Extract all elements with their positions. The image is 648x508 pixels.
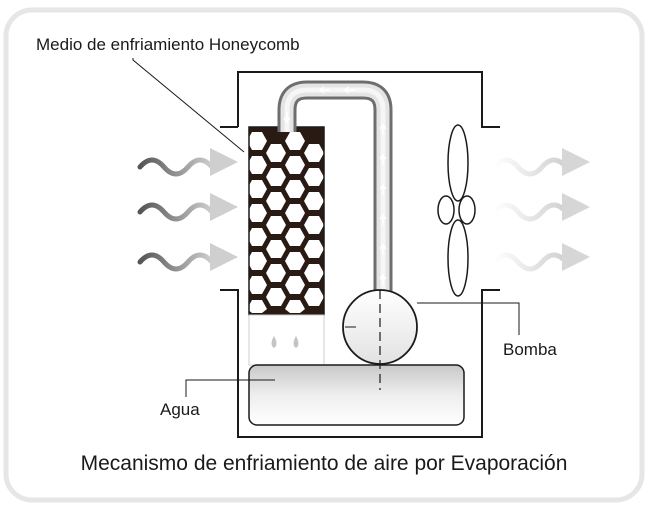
leader-pump bbox=[417, 302, 520, 335]
housing-top bbox=[237, 71, 500, 128]
water-tank bbox=[248, 364, 465, 426]
water-label: Agua bbox=[160, 400, 200, 419]
pump bbox=[342, 289, 418, 390]
water-pipe bbox=[277, 80, 393, 296]
honeycomb-pad bbox=[247, 126, 325, 316]
wavy-arrow-icon bbox=[137, 148, 238, 177]
wavy-arrow-icon bbox=[137, 243, 238, 272]
water-drop-icon bbox=[271, 336, 277, 348]
pump-label: Bomba bbox=[503, 340, 557, 359]
honeycomb-label: Medio de enfriamiento Honeycomb bbox=[36, 35, 300, 54]
leader-water bbox=[185, 379, 275, 397]
faded-wavy-arrow-icon bbox=[491, 243, 590, 272]
water-drop-icon bbox=[293, 336, 299, 348]
faded-wavy-arrow-icon bbox=[491, 193, 590, 222]
leader-honeycomb bbox=[132, 58, 245, 153]
wavy-arrow-icon bbox=[137, 193, 238, 222]
drip-chamber bbox=[248, 314, 325, 366]
diagram-caption: Mecanismo de enfriamiento de aire por Ev… bbox=[80, 452, 568, 475]
faded-wavy-arrow-icon bbox=[491, 148, 590, 177]
fan-icon bbox=[437, 124, 476, 297]
housing-bottom bbox=[220, 289, 500, 438]
